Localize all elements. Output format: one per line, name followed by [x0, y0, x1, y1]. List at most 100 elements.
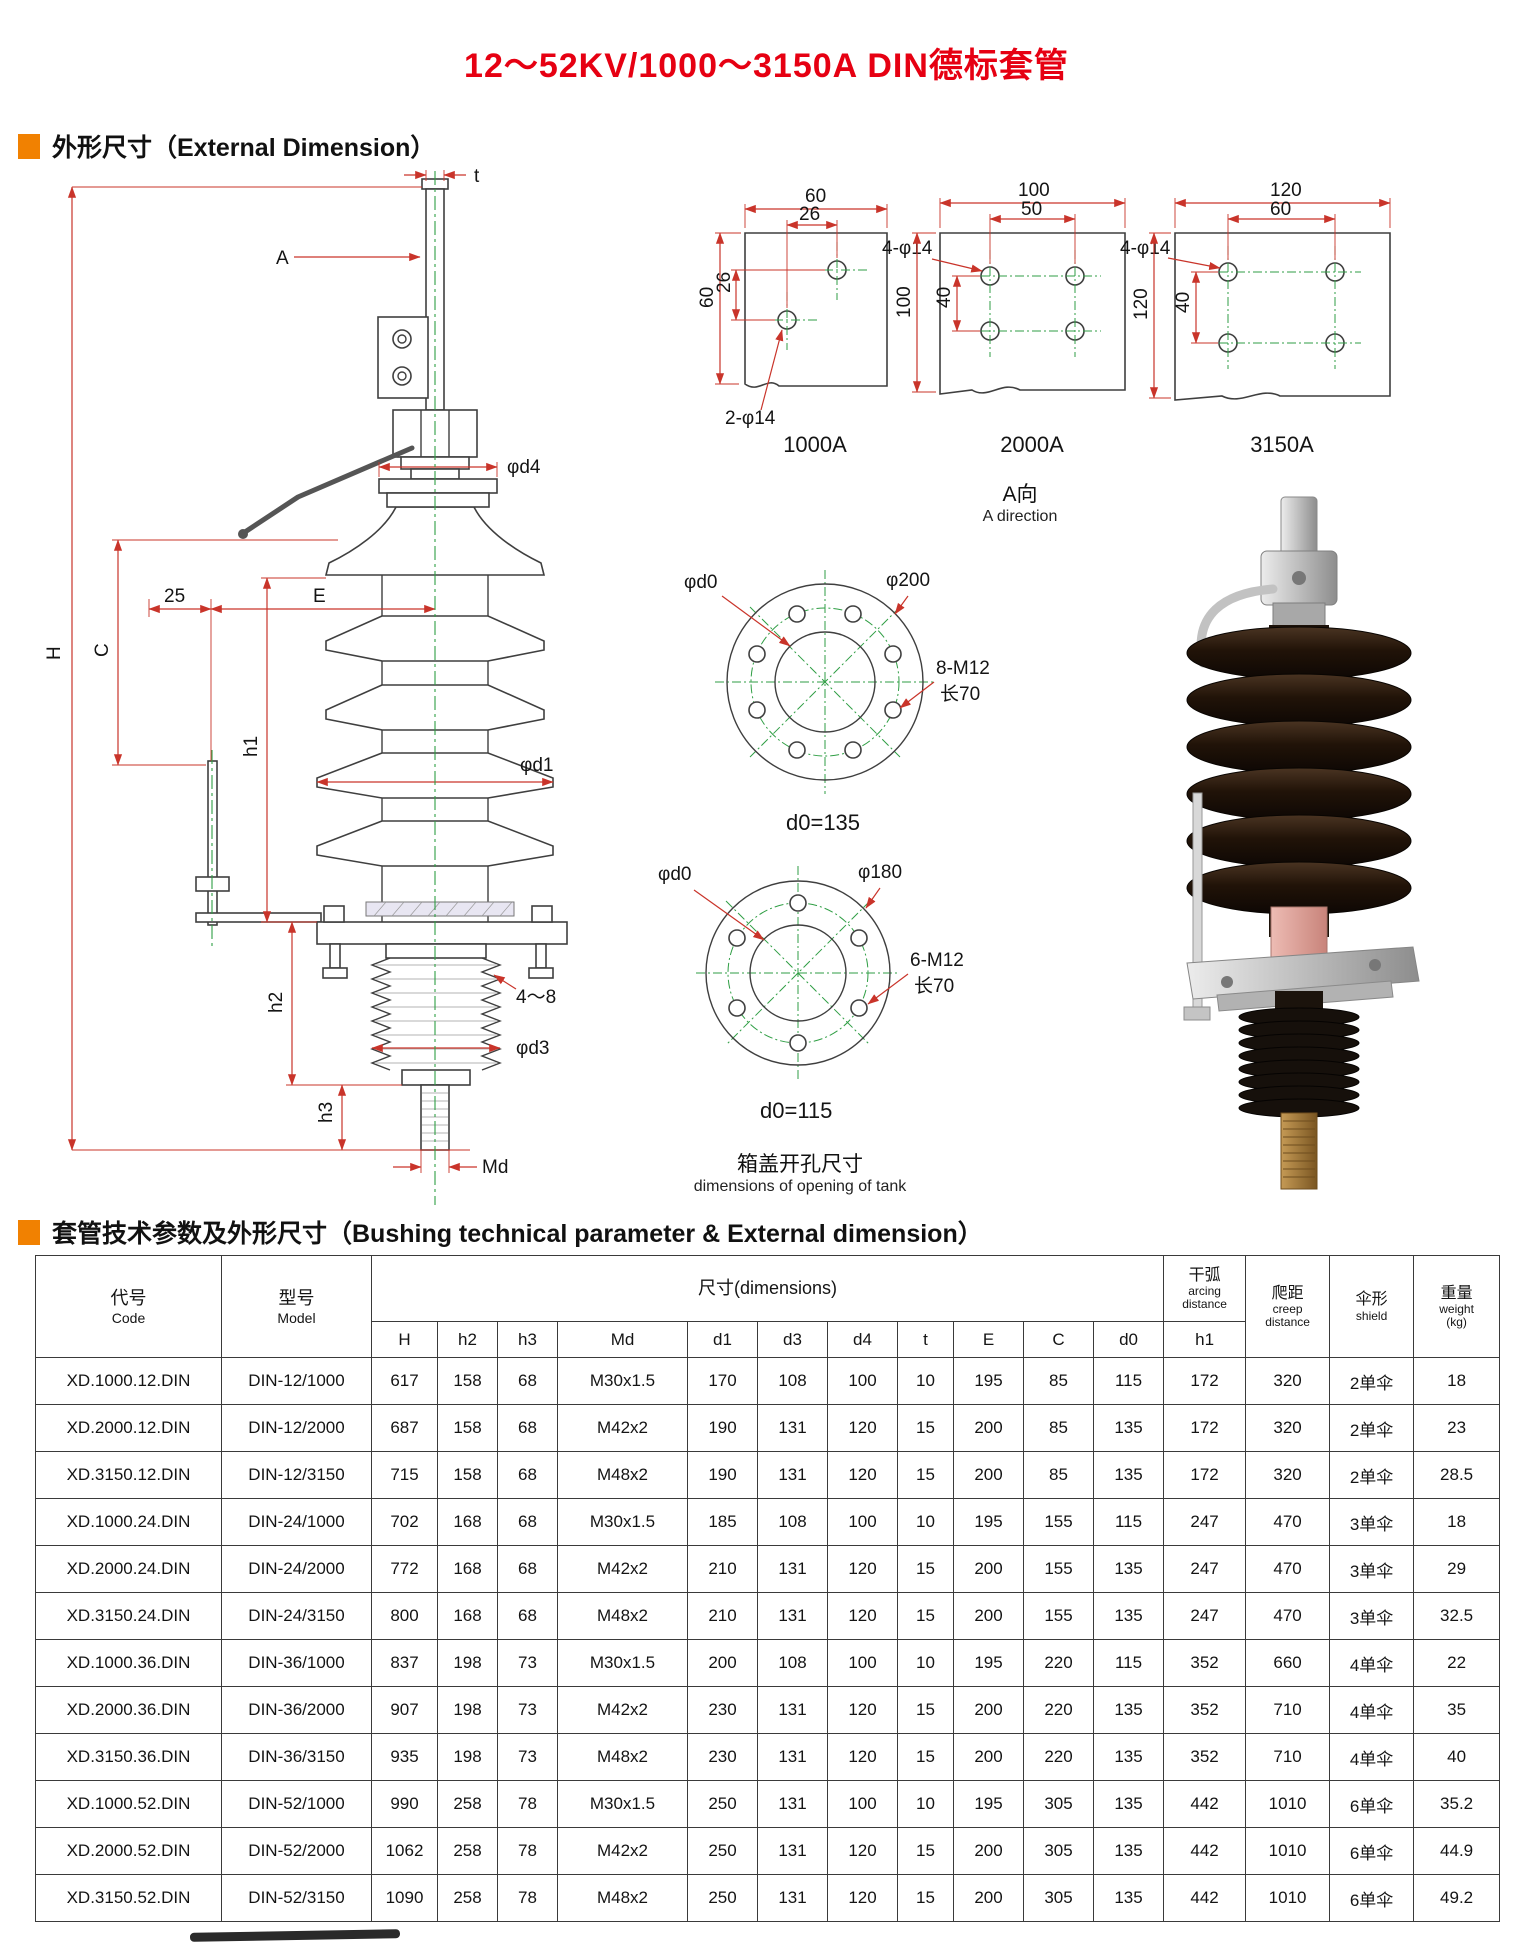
- table-cell: 68: [497, 1404, 558, 1452]
- table-cell: 18: [1413, 1498, 1501, 1546]
- table-cell: DIN-12/3150: [221, 1451, 372, 1499]
- photo-flange: [1186, 946, 1420, 1000]
- circle2-note: d0=115: [760, 1098, 832, 1123]
- dim-25: 25: [164, 586, 185, 607]
- table-cell: 120: [827, 1733, 898, 1781]
- table-cell: 352: [1163, 1733, 1247, 1781]
- table-cell: 120: [827, 1545, 898, 1593]
- table-cell: 200: [953, 1592, 1024, 1640]
- table-cell: DIN-52/2000: [221, 1827, 372, 1875]
- table-cell: 155: [1023, 1498, 1094, 1546]
- table-cell: 15: [897, 1827, 954, 1875]
- a-direction-caption: A向 A direction: [930, 478, 1110, 526]
- table-cell: 85: [1023, 1357, 1094, 1405]
- table-cell: XD.2000.24.DIN: [35, 1545, 222, 1593]
- page-title: 12～52KV/1000～3150A DIN德标套管: [464, 47, 1069, 85]
- table-cell: 220: [1023, 1686, 1094, 1734]
- dim-col-header: d0: [1092, 1321, 1165, 1358]
- table-cell: 15: [897, 1404, 954, 1452]
- parameter-table: 代号 Code 型号 Model 尺寸(dimensions) 干弧 arcin…: [35, 1255, 1501, 1922]
- table-cell: 68: [497, 1592, 558, 1640]
- table-cell: 247: [1163, 1545, 1247, 1593]
- section-title-external: 外形尺寸（External Dimension）: [52, 134, 436, 162]
- table-cell: 250: [687, 1874, 758, 1922]
- table-cell: 200: [687, 1639, 758, 1687]
- table-cell: 108: [757, 1357, 828, 1405]
- table-cell: 442: [1163, 1780, 1247, 1828]
- table-cell: 220: [1023, 1639, 1094, 1687]
- flange1000-dim-top: 60: [805, 186, 826, 207]
- table-cell: 10: [897, 1357, 954, 1405]
- table-cell: 135: [1092, 1874, 1165, 1922]
- bolt-circle-6-M12: φd0 φ180 6-M12 长70 d0=115: [658, 862, 964, 1123]
- dim-col-header: h3: [497, 1321, 558, 1358]
- table-cell: XD.2000.36.DIN: [35, 1686, 222, 1734]
- flange1000-holes-label: 2-φ14: [725, 408, 776, 429]
- flange3150-holes-label: 4-φ14: [1120, 238, 1171, 259]
- table-cell: 320: [1245, 1451, 1331, 1499]
- table-cell: 200: [953, 1874, 1024, 1922]
- table-cell: 135: [1092, 1451, 1165, 1499]
- a-direction-en: A direction: [982, 508, 1058, 525]
- dim-t: t: [474, 166, 480, 187]
- table-cell: 135: [1092, 1686, 1165, 1734]
- dim-h3: h3: [316, 1102, 337, 1123]
- dim-col-header: d4: [827, 1321, 898, 1358]
- table-cell: 158: [437, 1357, 498, 1405]
- table-cell: DIN-24/3150: [221, 1592, 372, 1640]
- table-cell: 230: [687, 1686, 758, 1734]
- table-cell: 131: [757, 1451, 828, 1499]
- table-cell: 172: [1163, 1404, 1247, 1452]
- table-cell: 800: [371, 1592, 438, 1640]
- circle1-note: d0=135: [786, 810, 860, 835]
- table-cell: 198: [437, 1686, 498, 1734]
- table-cell: XD.1000.52.DIN: [35, 1780, 222, 1828]
- table-cell: 320: [1245, 1357, 1331, 1405]
- orange-square-icon: [18, 133, 40, 159]
- col-header-dimensions: 尺寸(dimensions): [370, 1255, 1165, 1322]
- table-cell: 131: [757, 1686, 828, 1734]
- bushing-dimension-drawing: H t A φd4 25 E C h1 φd1 4～8 h2 φd3 h3 Md: [44, 166, 568, 1205]
- table-cell: 10: [897, 1639, 954, 1687]
- dim-col-header: H: [371, 1321, 438, 1358]
- table-cell: 6单伞: [1329, 1874, 1415, 1922]
- circle2-outer-label: φ180: [858, 862, 902, 883]
- table-cell: 131: [757, 1780, 828, 1828]
- table-cell: 120: [827, 1451, 898, 1499]
- scan-artifact: [189, 1929, 401, 1942]
- table-cell: DIN-12/2000: [221, 1404, 372, 1452]
- section-technical-parameters: 套管技术参数及外形尺寸（Bushing technical parameter …: [18, 1214, 983, 1250]
- table-cell: XD.3150.12.DIN: [35, 1451, 222, 1499]
- table-cell: 49.2: [1413, 1874, 1501, 1922]
- table-cell: 135: [1092, 1733, 1165, 1781]
- table-cell: 442: [1163, 1874, 1247, 1922]
- flange1000-dim-top-inner: 26: [799, 204, 820, 225]
- table-cell: 22: [1413, 1639, 1501, 1687]
- table-cell: 78: [497, 1827, 558, 1875]
- a-direction-cn: A向: [1002, 483, 1038, 506]
- table-cell: 158: [437, 1404, 498, 1452]
- table-cell: 131: [757, 1827, 828, 1875]
- table-cell: M42x2: [557, 1545, 688, 1593]
- bolt-circle-8-M12: φd0 φ200 8-M12 长70 d0=135: [684, 570, 990, 835]
- table-cell: 200: [953, 1545, 1024, 1593]
- table-cell: 200: [953, 1451, 1024, 1499]
- table-cell: 470: [1245, 1592, 1331, 1640]
- table-cell: 131: [757, 1404, 828, 1452]
- table-cell: 710: [1245, 1686, 1331, 1734]
- table-cell: M30x1.5: [557, 1780, 688, 1828]
- table-cell: 195: [953, 1780, 1024, 1828]
- table-cell: DIN-52/3150: [221, 1874, 372, 1922]
- table-cell: 4单伞: [1329, 1639, 1415, 1687]
- table-cell: 198: [437, 1733, 498, 1781]
- table-cell: 230: [687, 1733, 758, 1781]
- flange3150-dim-left-inner: 40: [1173, 292, 1194, 313]
- table-cell: XD.2000.12.DIN: [35, 1404, 222, 1452]
- table-cell: 108: [757, 1498, 828, 1546]
- flange1000-dim-left: 60: [697, 287, 718, 308]
- table-cell: M48x2: [557, 1733, 688, 1781]
- orange-square-icon: [18, 1219, 40, 1245]
